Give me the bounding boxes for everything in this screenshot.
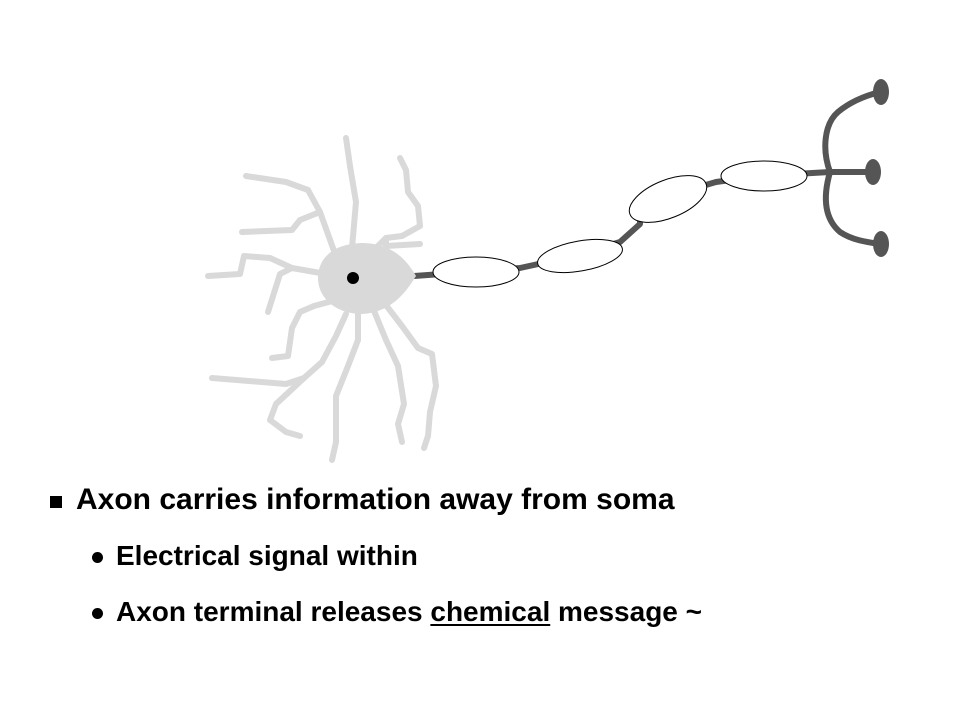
dendrite-branch [265,265,295,315]
bullet-sub-chemical: Axon terminal releases chemical message … [92,596,703,628]
dot-bullet-icon [92,552,103,563]
dendrite [209,311,349,387]
bullet-main-text: Axon carries information away from soma [76,483,675,516]
myelin-segment [720,160,808,192]
dendrites [205,135,439,463]
dendrite [243,173,341,265]
myelin-segment [432,256,520,288]
dendrite [269,297,339,361]
dendrite-branch [267,375,307,439]
nucleus [347,272,359,284]
square-bullet-icon [50,496,62,508]
myelin-segment [537,238,623,274]
bullet-sub-chemical-text-end: message ~ [550,596,703,627]
myelin-segment [628,175,708,223]
axon-terminal-branch [822,89,883,175]
myelin-sheath [432,160,808,288]
dendrite [329,311,361,463]
axon-terminal-knob [865,159,881,185]
bullet-sub-chemical-text-start: Axon terminal releases [116,596,431,627]
axon-terminal-knob [873,79,889,105]
emphasis-chemical: chemical [430,596,551,627]
dot-bullet-icon [92,608,103,619]
axon-terminals [865,79,889,257]
soma [318,243,416,314]
dendrite [343,135,359,251]
dendrite [369,303,407,445]
dendrite-branch [239,209,323,235]
axon-terminal-knob [873,231,889,257]
bullet-sub-electrical-text: Electrical signal within [116,540,418,571]
dendrite-branch [383,235,423,249]
neuron-diagram [205,79,889,463]
dendrite [205,253,329,279]
bullet-sub-electrical: Electrical signal within [92,540,418,572]
dendrite [379,297,439,451]
axon-terminal-branch [822,169,883,247]
bullet-main: Axon carries information away from soma [50,483,675,517]
